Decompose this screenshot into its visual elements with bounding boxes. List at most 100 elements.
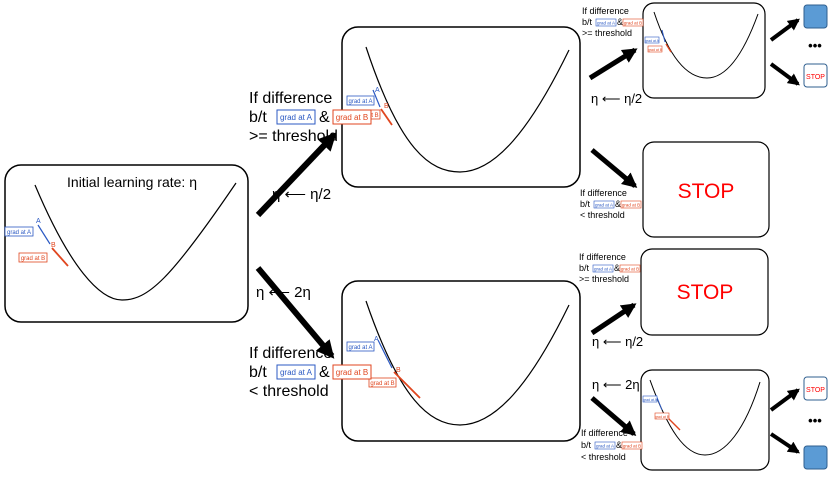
loss-curve bbox=[365, 46, 570, 173]
grad-a-box-label: grad at A bbox=[348, 99, 372, 105]
grad-b-box bbox=[647, 45, 663, 53]
grad-a-box bbox=[4, 226, 34, 237]
grad-b-box bbox=[332, 109, 372, 125]
small-condition-bt: b/t bbox=[579, 263, 590, 273]
continue-node bbox=[803, 445, 828, 470]
small-condition-threshold: >= threshold bbox=[582, 28, 632, 38]
initial-panel bbox=[4, 164, 249, 323]
arrow bbox=[769, 388, 800, 412]
grad-a-box-label: grad at A bbox=[597, 21, 615, 26]
small-condition-line1: If difference bbox=[581, 428, 628, 438]
grad-a-box bbox=[346, 341, 375, 352]
arrow bbox=[769, 18, 800, 42]
grad-b-box bbox=[620, 200, 642, 209]
grad-a-box-label: grad at A bbox=[594, 267, 612, 272]
grad-b-segment bbox=[665, 43, 672, 53]
upper-condition-amp: & bbox=[319, 109, 330, 126]
stop-node-label: STOP bbox=[806, 74, 825, 81]
grad-a-segment bbox=[37, 224, 51, 245]
grad-a-box bbox=[644, 36, 660, 44]
upper-condition-bt: b/t bbox=[249, 109, 267, 126]
grad-a-segment bbox=[661, 29, 666, 43]
grad-a-box-label: grad at A bbox=[280, 368, 313, 377]
right-panel-4 bbox=[640, 369, 770, 471]
grad-b-box-label: grad at B bbox=[622, 203, 640, 208]
grad-a-box-label: grad at A bbox=[348, 345, 372, 351]
right-panel-1 bbox=[642, 2, 766, 99]
grad-a-box-label: grad at A bbox=[595, 203, 613, 208]
small-condition-amp: & bbox=[617, 17, 623, 27]
grad-b-box bbox=[621, 441, 643, 450]
grad-b-box-label: grad at B bbox=[370, 381, 394, 387]
stop-node bbox=[803, 63, 828, 88]
grad-a-box bbox=[276, 109, 316, 125]
grad-b-box bbox=[332, 364, 372, 380]
grad-a-box bbox=[595, 18, 617, 27]
upper-middle-panel bbox=[341, 26, 581, 188]
small-condition-threshold: < threshold bbox=[581, 452, 626, 462]
stop-node-label: STOP bbox=[806, 387, 825, 394]
eta-double-label: η ⟵ 2η bbox=[256, 284, 311, 301]
loss-curve bbox=[365, 300, 570, 426]
small-condition-line1: If difference bbox=[580, 188, 627, 198]
point-a-label: A bbox=[375, 87, 380, 94]
loss-curve bbox=[34, 182, 237, 301]
arrow bbox=[769, 432, 800, 454]
arrow-upper-branch bbox=[255, 132, 337, 218]
grad-b-box bbox=[622, 18, 644, 27]
grad-b-box-label: grad at B bbox=[336, 113, 368, 122]
grad-b-segment bbox=[51, 247, 69, 267]
grad-a-box-label: grad at A bbox=[596, 444, 614, 449]
point-b-label: B bbox=[51, 242, 56, 249]
eta-half-label: η ⟵ η/2 bbox=[591, 91, 642, 106]
grad-a-box bbox=[642, 395, 658, 403]
upper-condition-threshold: >= threshold bbox=[249, 128, 338, 145]
grad-b-box-label: grad at B bbox=[624, 21, 642, 26]
grad-a-box-label: grad at A bbox=[280, 113, 313, 122]
grad-a-box bbox=[276, 364, 316, 380]
small-condition-threshold: < threshold bbox=[580, 210, 625, 220]
arrow bbox=[590, 302, 637, 336]
grad-a-segment bbox=[377, 339, 393, 369]
grad-b-box bbox=[654, 412, 670, 420]
initial-lr-label: Initial learning rate: η bbox=[67, 174, 197, 190]
ellipsis-dots: ••• bbox=[808, 38, 822, 53]
continue-node bbox=[803, 4, 828, 29]
lower-condition-line1: If difference bbox=[249, 345, 332, 362]
small-condition-bt: b/t bbox=[580, 199, 591, 209]
grad-b-box-label: grad at B bbox=[621, 267, 639, 272]
grad-b-box-label: grad at B bbox=[623, 444, 641, 449]
grad-b-box bbox=[368, 377, 397, 388]
small-condition-amp: & bbox=[616, 440, 622, 450]
grad-a-box bbox=[346, 95, 375, 106]
point-b-label: B bbox=[384, 103, 389, 110]
grad-a-segment bbox=[372, 89, 381, 108]
grad-a-box bbox=[593, 200, 615, 209]
arrow bbox=[590, 148, 638, 188]
small-condition-amp: & bbox=[615, 199, 621, 209]
small-condition-line1: If difference bbox=[582, 6, 629, 16]
arrow bbox=[769, 62, 800, 86]
grad-a-box-label: grad at A bbox=[645, 39, 660, 43]
grad-b-box bbox=[619, 264, 641, 273]
stop-node bbox=[803, 376, 828, 401]
right-panel-3 bbox=[640, 248, 769, 336]
eta-half-label: η ⟵ η/2 bbox=[272, 186, 331, 203]
lower-condition-bt: b/t bbox=[249, 364, 267, 381]
lower-condition-amp: & bbox=[319, 364, 330, 381]
eta-double-label: η ⟵ 2η bbox=[592, 377, 640, 392]
grad-a-box-label: grad at A bbox=[643, 398, 658, 402]
small-condition-amp: & bbox=[614, 263, 620, 273]
grad-a-box bbox=[594, 441, 616, 450]
small-condition-bt: b/t bbox=[582, 17, 593, 27]
grad-b-box bbox=[18, 252, 48, 263]
right-panel-2 bbox=[642, 141, 770, 238]
grad-b-segment bbox=[393, 371, 421, 399]
small-condition-threshold: >= threshold bbox=[579, 274, 629, 284]
grad-b-segment bbox=[380, 108, 393, 126]
stop-label: STOP bbox=[677, 281, 734, 304]
lower-condition-threshold: < threshold bbox=[249, 383, 329, 400]
arrow-lower-branch bbox=[255, 266, 335, 359]
grad-b-box-label: grad at B bbox=[648, 48, 663, 52]
